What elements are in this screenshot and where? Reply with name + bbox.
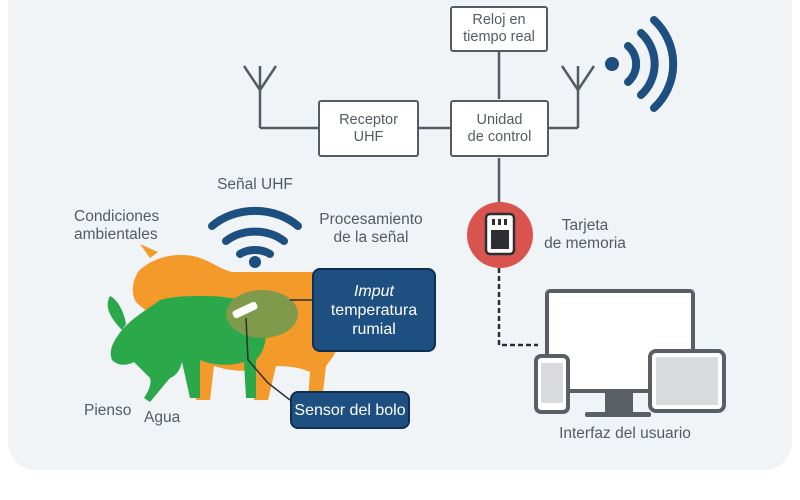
feed-label: Pienso xyxy=(84,402,132,419)
water-label: Agua xyxy=(144,409,181,426)
signal-processing-label: Procesamiento de la señal xyxy=(319,211,423,246)
antenna-icon xyxy=(560,65,596,91)
control-unit-box: Unidad de control xyxy=(450,100,549,157)
memory-card-label: Tarjeta de memoria xyxy=(544,217,626,252)
rumen-area xyxy=(226,290,298,338)
antenna-icon xyxy=(242,65,278,91)
goat-silhouette xyxy=(107,296,266,402)
bolus-sensor-icon xyxy=(232,301,258,319)
phone-icon xyxy=(534,354,570,414)
imput-word: Imput xyxy=(353,282,394,300)
receiver-box: Receptor UHF xyxy=(318,100,419,157)
memory-card-icon xyxy=(467,202,533,268)
dashed-connector xyxy=(497,268,538,347)
bolus-sensor-text: Sensor del bolo xyxy=(294,401,406,419)
user-interface-label: Interfaz del usuario xyxy=(559,425,691,442)
wifi-signal-icon xyxy=(208,206,302,268)
bolus-sensor-callout: Sensor del bolo xyxy=(290,391,410,429)
callout-pointers xyxy=(245,299,312,401)
tablet-icon xyxy=(648,349,726,413)
ambient-conditions-label: Condiciones ambientales xyxy=(74,208,160,243)
wifi-signal-icon xyxy=(605,16,678,112)
rumen-temperature-text: temperatura rumial xyxy=(330,301,418,338)
uhf-signal-label: Señal UHF xyxy=(217,176,293,193)
rumen-temperature-callout: Imput temperatura rumial xyxy=(312,268,436,352)
connector-lines xyxy=(258,52,580,205)
clock-box: Reloj en tiempo real xyxy=(450,6,548,52)
